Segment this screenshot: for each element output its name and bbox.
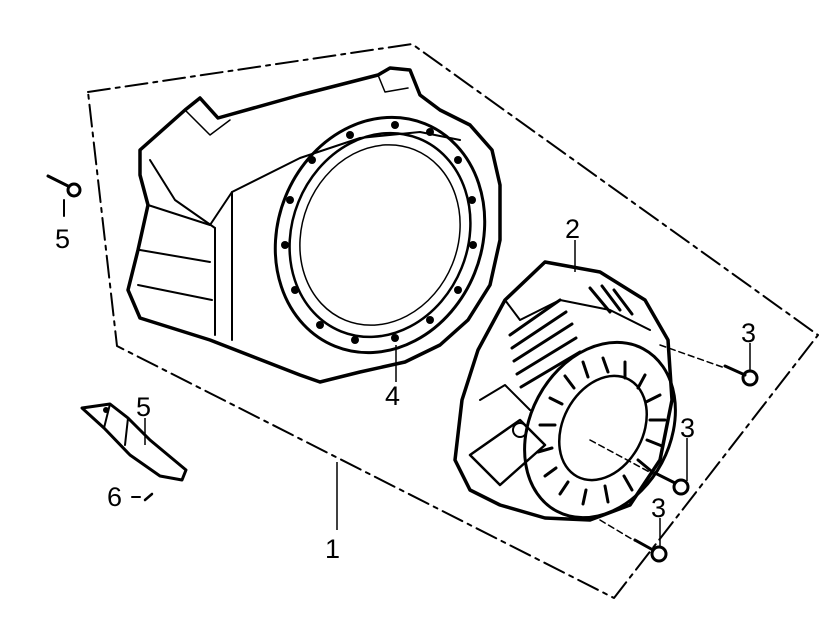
recoil-starter: [453, 260, 677, 522]
starter-vent-slots: [508, 284, 634, 389]
guard-plate: [80, 402, 188, 482]
callout-3-bolt-upper: 3: [741, 318, 756, 348]
callout-5-screw: 5: [55, 224, 70, 254]
leader-lines: [144, 240, 751, 548]
fan-shroud: [126, 66, 502, 384]
clip: [131, 492, 154, 502]
assembly-boundary: [87, 43, 819, 599]
starter-radial-ribs: [536, 356, 667, 506]
bolt-upper: [659, 344, 759, 387]
callout-3-bolt-middle: 3: [680, 413, 695, 443]
bolt-lower: [599, 519, 668, 563]
callout-5-guard: 5: [136, 392, 151, 422]
screw: [46, 174, 82, 217]
callout-6-clip: 6: [107, 482, 122, 512]
callout-3-bolt-lower: 3: [651, 493, 666, 523]
shroud-rim-holes: [281, 121, 477, 344]
callout-2-starter: 2: [565, 214, 580, 244]
callout-1-assembly: 1: [325, 534, 340, 564]
callout-4-shroud: 4: [385, 381, 400, 411]
bolt-middle: [589, 439, 690, 496]
